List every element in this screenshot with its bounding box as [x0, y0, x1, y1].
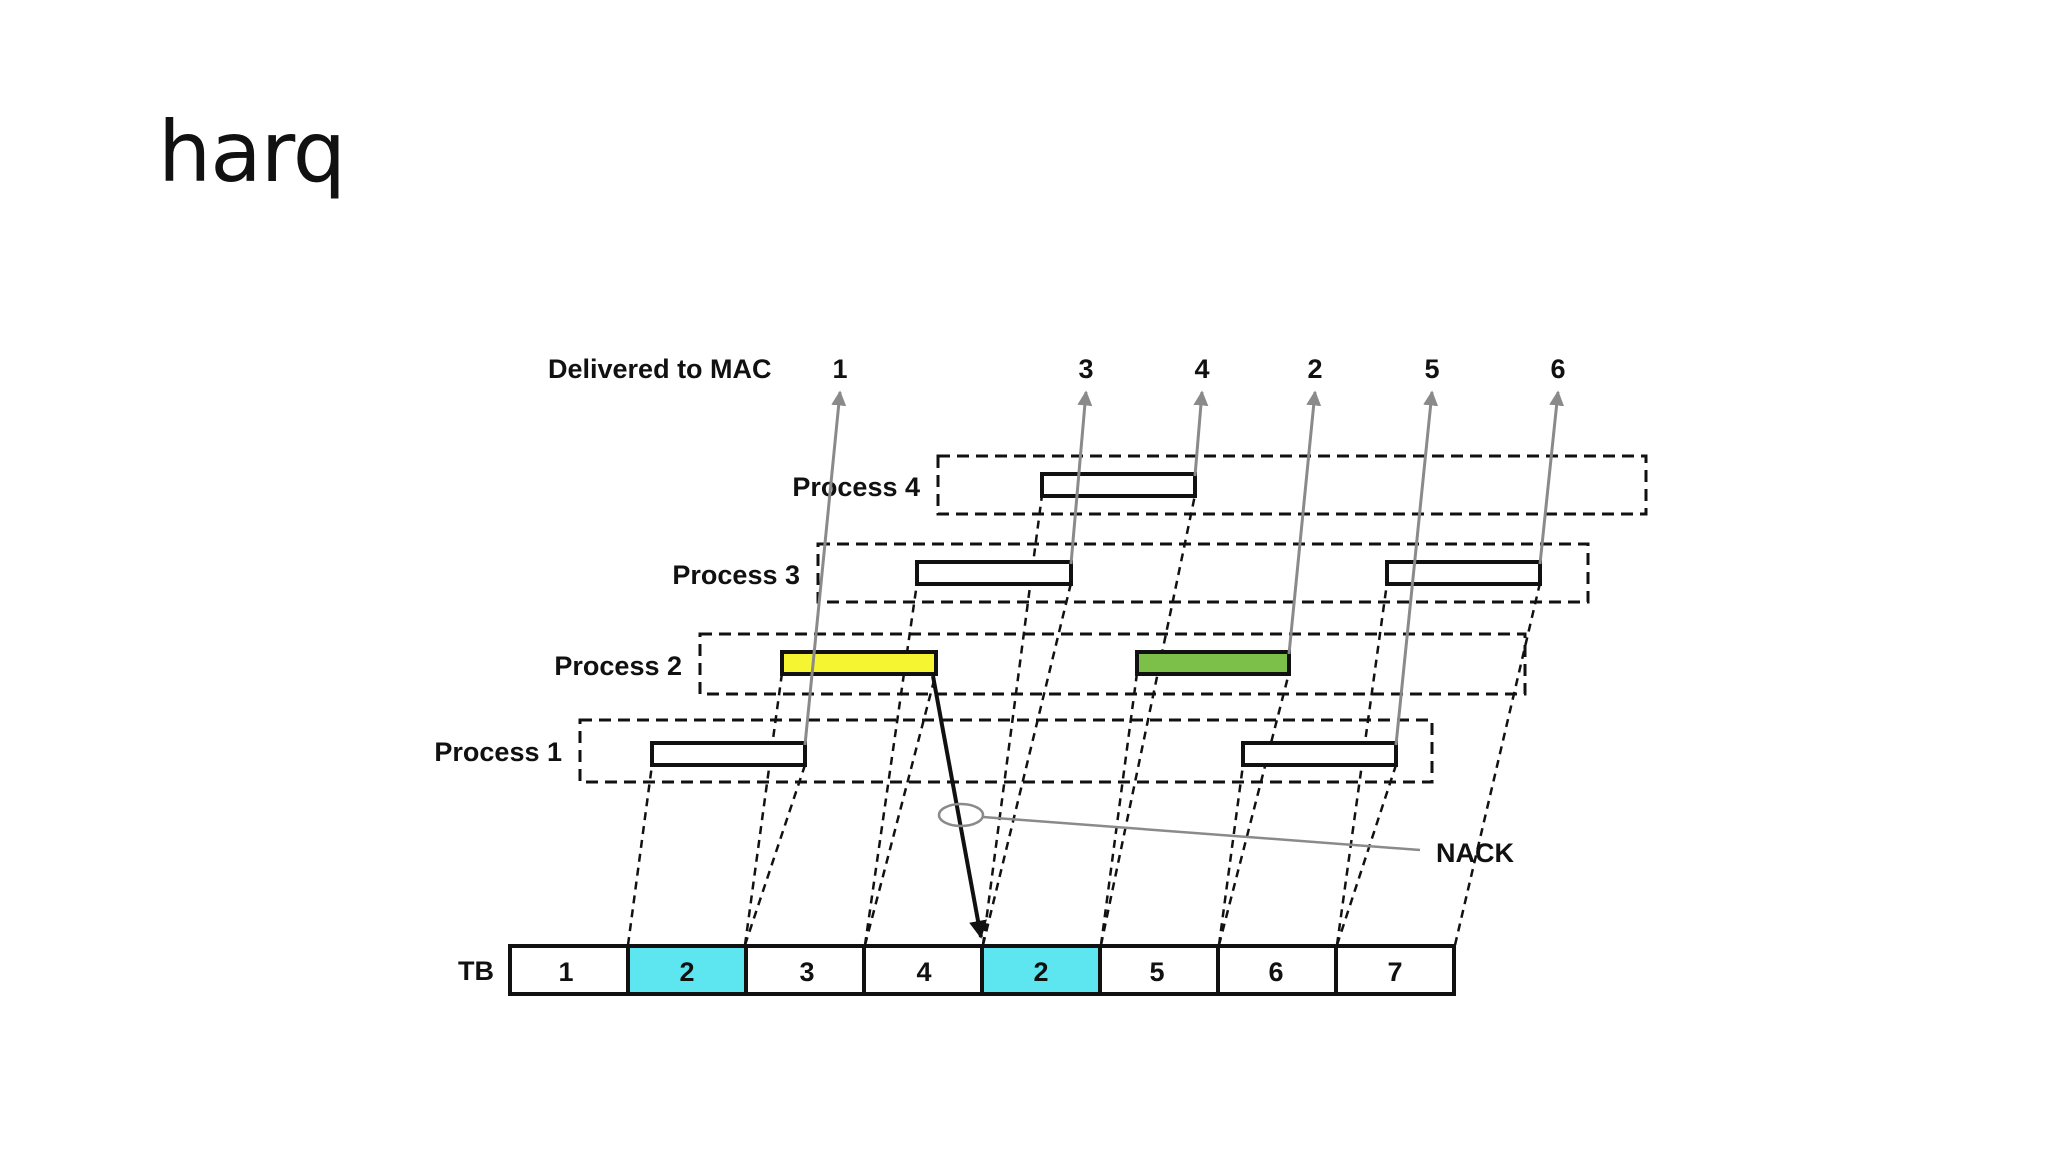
- process-4-block-tb4: [1040, 472, 1197, 498]
- process-2-block-tb2-retx: [1135, 650, 1291, 676]
- delivery-arrows: [803, 390, 1565, 746]
- process-2-label: Process 2: [554, 651, 682, 681]
- delivered-2: 2: [1307, 354, 1322, 384]
- delivered-6: 6: [1550, 354, 1565, 384]
- tb-label: TB: [458, 956, 494, 986]
- tb-cell-label: 2: [1033, 957, 1048, 987]
- tb-cell-retx: [626, 944, 748, 996]
- nack-callout-line: [982, 815, 1421, 852]
- tb-cell: [744, 944, 866, 996]
- delivered-1: 1: [832, 354, 847, 384]
- process-3-label: Process 3: [672, 560, 800, 590]
- delivered-5: 5: [1424, 354, 1439, 384]
- delivered-3: 3: [1078, 354, 1093, 384]
- process-4-label: Process 4: [792, 472, 920, 502]
- tb-cell-label: 6: [1268, 957, 1283, 987]
- process-4-lane: [936, 454, 1648, 516]
- process-1-label: Process 1: [434, 737, 562, 767]
- process-1-block-tb1: [650, 741, 807, 767]
- nack-label: NACK: [1436, 838, 1514, 868]
- tb-cell-label: 1: [558, 957, 573, 987]
- tb-row: 1 2 3 4 2 5 6 7: [508, 944, 1456, 996]
- process-3-block-tb3: [915, 560, 1073, 586]
- process-3-lane: [816, 542, 1590, 604]
- tb-cell-label: 4: [916, 957, 931, 987]
- process-1-block-tb5: [1241, 741, 1398, 767]
- tb-cell-label: 3: [799, 957, 814, 987]
- delivered-4: 4: [1194, 354, 1209, 384]
- nack-arrow: [931, 675, 987, 939]
- tb-cell: [508, 944, 630, 996]
- process-3-block-tb6: [1385, 560, 1542, 586]
- tb-cell: [862, 944, 984, 996]
- tb-cell-label: 7: [1387, 957, 1402, 987]
- slide-title: harq: [158, 103, 346, 201]
- process-2-block-tb2-failed: [780, 650, 938, 676]
- delivered-to-mac-label: Delivered to MAC: [548, 354, 772, 384]
- tb-cell-label: 5: [1149, 957, 1164, 987]
- tb-cell: [1334, 944, 1456, 996]
- nack-callout-ellipse: [937, 802, 985, 828]
- process-2-lane: [698, 632, 1527, 696]
- tb-cell: [1098, 944, 1220, 996]
- tb-cell-label: 2: [679, 957, 694, 987]
- process-1-lane: [578, 718, 1434, 784]
